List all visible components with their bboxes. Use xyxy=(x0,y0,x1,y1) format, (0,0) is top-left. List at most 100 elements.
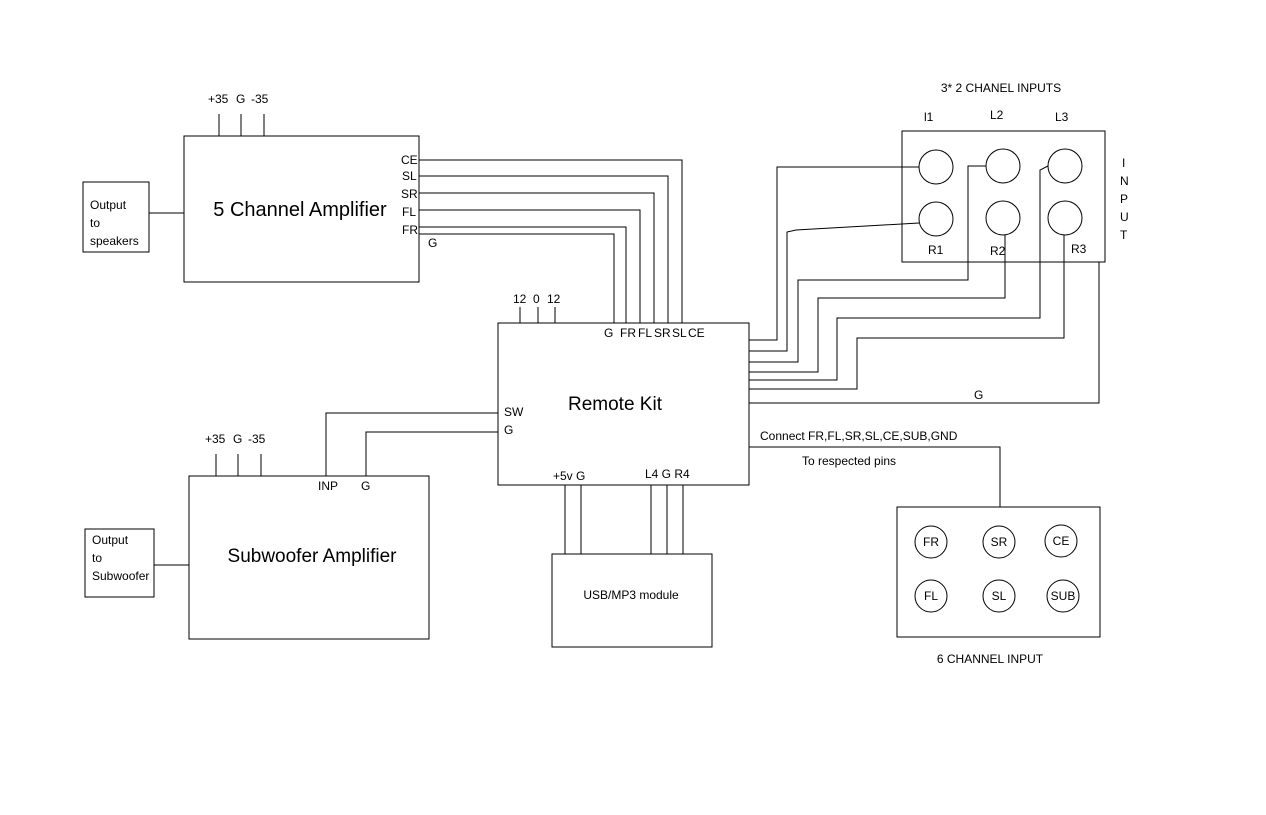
stereo-input-bottom-label: R2 xyxy=(990,244,1006,258)
wire-sr xyxy=(419,192,655,323)
input-side-letter: P xyxy=(1120,192,1128,206)
remote-power-label: 12 xyxy=(513,292,527,306)
remote-power-label: 0 xyxy=(533,292,540,306)
wire-fl xyxy=(419,209,641,323)
jack-fr xyxy=(914,525,948,559)
input-side-letter: U xyxy=(1120,210,1129,224)
remote-to-stereo-wires: G xyxy=(749,165,1100,404)
amp5-output-label: SR xyxy=(401,187,418,201)
sub-power-label: -35 xyxy=(248,432,266,446)
remote-kit-box xyxy=(497,322,750,486)
subwoofer-output-line: Output xyxy=(92,533,129,547)
subwoofer-output-line: Subwoofer xyxy=(92,569,149,583)
six-channel-jack-label: CE xyxy=(1053,534,1070,548)
jack-l3 xyxy=(1047,148,1083,184)
remote-pin-label: CE xyxy=(688,326,705,340)
usb-mp3-module-title: USB/MP3 module xyxy=(583,588,679,602)
remote-left-pin-label: G xyxy=(504,423,513,437)
subwoofer-output: Output to Subwoofer xyxy=(84,528,189,598)
connect-note-line: Connect FR,FL,SR,SL,CE,SUB,GND xyxy=(760,429,958,443)
input-side-letter: I xyxy=(1122,156,1125,170)
six-channel-jack-label: FR xyxy=(923,535,939,549)
stereo-input-top-label: L3 xyxy=(1055,110,1069,124)
wire-sub-ground xyxy=(365,431,498,476)
remote-bottom-audio-label: L4 G R4 xyxy=(645,467,690,481)
stereo-inputs-title: 3* 2 CHANEL INPUTS xyxy=(941,81,1061,95)
input-ground-label: G xyxy=(974,388,983,402)
five-channel-amplifier: 5 Channel Amplifier +35 G -35 CE SL SR F… xyxy=(183,92,437,283)
six-channel-jack-label: FL xyxy=(924,589,938,603)
wire-ce xyxy=(419,159,683,323)
wire-g xyxy=(419,233,615,323)
speaker-output-line: speakers xyxy=(90,234,139,248)
remote-pin-label: SL xyxy=(672,326,687,340)
six-channel-jack-label: SUB xyxy=(1051,589,1076,603)
stereo-inputs-panel: 3* 2 CHANEL INPUTS l1 L2 L3 R1 R2 R3 I N… xyxy=(901,81,1129,263)
jack-l1 xyxy=(918,149,954,185)
jack-ce xyxy=(1044,524,1078,558)
speaker-output-line: to xyxy=(90,216,100,230)
sub-input-label: G xyxy=(361,479,370,493)
wire-r1 xyxy=(749,222,920,352)
six-channel-input: FR SR CE FL SL SUB 6 CHANNEL INPUT xyxy=(896,506,1101,666)
amp5-output-label: FR xyxy=(402,223,418,237)
six-channel-jack-label: SR xyxy=(991,535,1008,549)
stereo-input-top-label: L2 xyxy=(990,108,1004,122)
stereo-input-top-label: l1 xyxy=(924,110,934,124)
speaker-output: Output to speakers xyxy=(82,181,184,253)
jack-sub xyxy=(1046,579,1080,613)
sub-power-label: G xyxy=(233,432,242,446)
speaker-output-box xyxy=(82,181,150,253)
wire-sw xyxy=(325,412,498,476)
wire-sl xyxy=(419,175,669,323)
five-channel-amplifier-box xyxy=(183,135,420,283)
amp5-power-label: -35 xyxy=(251,92,269,106)
amp5-power-label: +35 xyxy=(208,92,229,106)
sub-power-label: +35 xyxy=(205,432,226,446)
subwoofer-amplifier: Subwoofer Amplifier +35 G -35 INP G xyxy=(188,432,430,640)
amp5-to-remote-wires xyxy=(419,159,683,323)
subwoofer-output-line: to xyxy=(92,551,102,565)
input-side-letter: N xyxy=(1120,174,1129,188)
remote-pin-label: SR xyxy=(654,326,671,340)
remote-kit: Remote Kit 12 0 12 G FR FL SR SL CE SW G… xyxy=(497,292,750,486)
amp5-output-label: SL xyxy=(402,169,417,183)
speaker-output-line: Output xyxy=(90,198,127,212)
wire-l1 xyxy=(749,166,919,341)
wire-fr xyxy=(419,226,627,323)
usb-mp3-module: USB/MP3 module xyxy=(551,485,713,648)
jack-fl xyxy=(914,579,948,613)
subwoofer-amplifier-box xyxy=(188,475,430,640)
amp5-power-label: G xyxy=(236,92,245,106)
five-channel-amplifier-title: 5 Channel Amplifier xyxy=(213,199,387,221)
remote-pin-label: FL xyxy=(638,326,652,340)
jack-r2 xyxy=(985,200,1021,236)
jack-l2 xyxy=(985,148,1021,184)
amp5-ground-label: G xyxy=(428,236,437,250)
stereo-input-bottom-label: R3 xyxy=(1071,242,1087,256)
usb-mp3-module-box xyxy=(551,553,713,648)
jack-sr xyxy=(982,525,1016,559)
wire-r3 xyxy=(749,235,1065,390)
stereo-input-bottom-label: R1 xyxy=(928,243,944,257)
sub-input-label: INP xyxy=(318,479,338,493)
wire-six-channel xyxy=(749,446,1001,507)
amp5-output-label: CE xyxy=(401,153,418,167)
subwoofer-amplifier-title: Subwoofer Amplifier xyxy=(228,546,398,567)
wire-input-ground xyxy=(749,262,1100,404)
remote-pin-label: FR xyxy=(620,326,636,340)
remote-left-pin-label: SW xyxy=(504,405,524,419)
jack-r1 xyxy=(918,201,954,237)
remote-bottom-power-label: +5v G xyxy=(553,469,585,483)
connect-note: Connect FR,FL,SR,SL,CE,SUB,GND To respec… xyxy=(749,429,1001,507)
six-channel-input-title: 6 CHANNEL INPUT xyxy=(937,652,1044,666)
remote-kit-title: Remote Kit xyxy=(568,394,663,415)
jack-r3 xyxy=(1047,200,1083,236)
wire-r2 xyxy=(749,235,1006,373)
connect-note-line: To respected pins xyxy=(802,454,896,468)
input-side-letter: T xyxy=(1120,228,1128,242)
wire-l3 xyxy=(749,165,1049,381)
wire-l2 xyxy=(749,165,986,363)
jack-sl xyxy=(982,579,1016,613)
remote-power-label: 12 xyxy=(547,292,561,306)
